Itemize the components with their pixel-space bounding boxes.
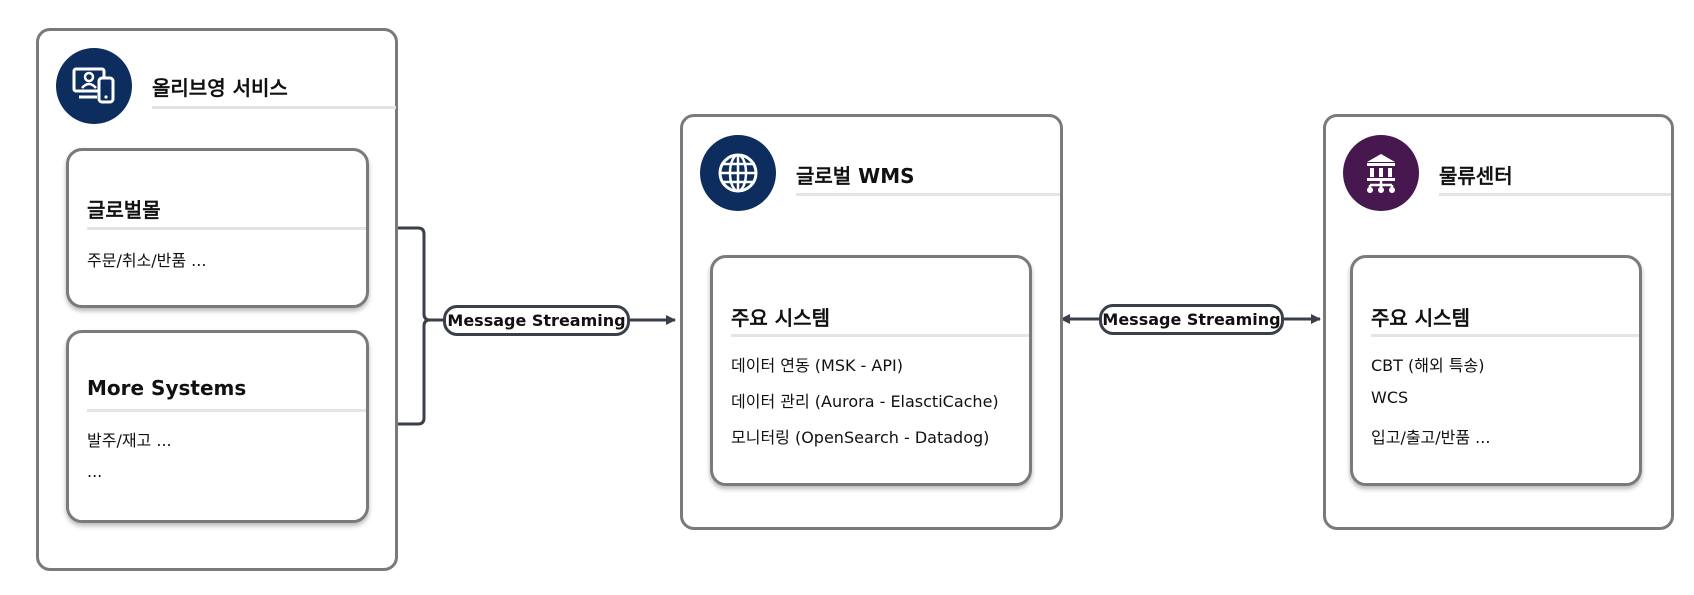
card-item: 데이터 연동 (MSK - API) <box>731 356 903 375</box>
more-systems-card <box>66 330 369 523</box>
card-item: ... <box>87 462 103 481</box>
globe-icon <box>700 135 776 211</box>
wire-to-more-systems <box>371 318 444 429</box>
network-hub-icon <box>1343 135 1419 211</box>
message-streaming-left-label: Message Streaming <box>443 305 630 336</box>
panel-title: 글로벌 WMS <box>796 164 915 188</box>
card-item: CBT (해외 특송) <box>1371 356 1485 375</box>
card-item: 발주/재고 ... <box>87 431 172 450</box>
card-item: 데이터 관리 (Aurora - ElasctiCache) <box>731 392 999 411</box>
panel-title: 올리브영 서비스 <box>152 76 288 100</box>
logistics-main-systems-card <box>1350 255 1642 486</box>
title-divider <box>1439 193 1671 196</box>
card-item: 주문/취소/반품 ... <box>87 251 207 270</box>
card-item: 모니터링 (OpenSearch - Datadog) <box>731 428 990 447</box>
card-title: More Systems <box>87 376 247 400</box>
card-title: 주요 시스템 <box>1371 306 1470 330</box>
card-divider <box>1371 334 1639 337</box>
card-item: WCS <box>1371 388 1409 407</box>
wms-main-systems-card <box>710 255 1032 486</box>
message-streaming-right-label: Message Streaming <box>1099 304 1284 335</box>
card-divider <box>87 409 366 412</box>
title-divider <box>152 106 396 109</box>
devices-user-icon <box>56 48 132 124</box>
title-divider <box>796 193 1060 196</box>
card-divider <box>87 227 366 230</box>
card-title: 글로벌몰 <box>87 198 161 222</box>
card-divider <box>731 334 1029 337</box>
card-item: 입고/출고/반품 ... <box>1371 428 1491 447</box>
card-title: 주요 시스템 <box>731 306 830 330</box>
panel-title: 물류센터 <box>1439 164 1513 188</box>
